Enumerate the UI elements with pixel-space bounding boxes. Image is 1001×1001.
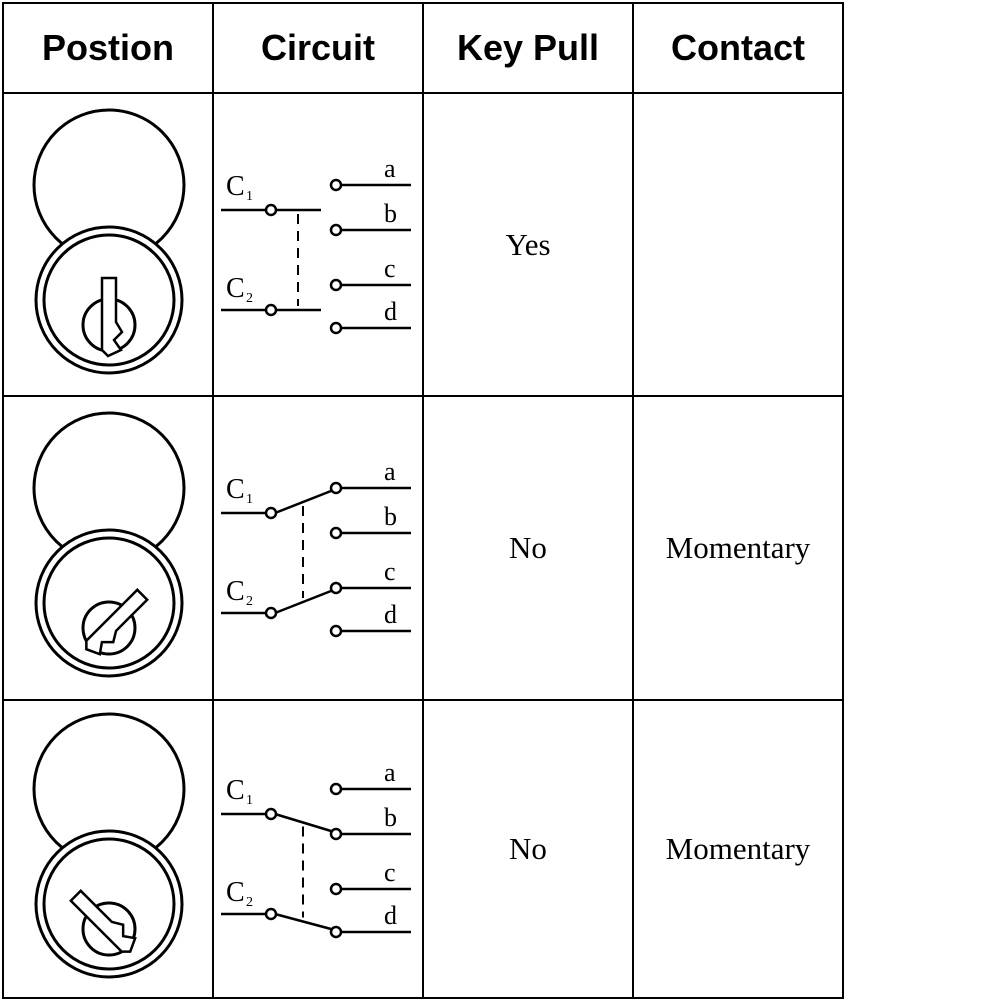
contact-value: Momentary [665, 830, 811, 866]
header-circuit: Circuit [212, 2, 424, 94]
c1-label: C [226, 171, 245, 202]
c2-label: C [226, 576, 245, 607]
key-icon [100, 276, 124, 358]
c1-subscript: 1 [246, 793, 253, 808]
terminal-label-b: b [384, 199, 397, 228]
terminal-label-a: a [384, 457, 396, 486]
terminal-a [329, 178, 342, 191]
key-pivot-circle [81, 600, 137, 656]
c2-pivot [264, 907, 277, 921]
c1-subscript: 1 [246, 189, 253, 204]
key-position-diagram [32, 712, 186, 979]
c1-label: C [226, 775, 245, 806]
key-pull-value: No [509, 529, 547, 565]
c2-subscript: 2 [246, 895, 253, 910]
key-pull-cell: No [422, 698, 634, 1000]
key-pull-value: Yes [505, 226, 551, 262]
c1-pivot [264, 807, 277, 821]
key-icon [69, 888, 137, 953]
terminal-label-b: b [384, 803, 397, 832]
key-pull-value: No [509, 830, 547, 866]
c2-label: C [226, 273, 245, 304]
terminal-label-d: d [384, 297, 397, 326]
terminal-label-c: c [384, 557, 396, 586]
terminal-c [329, 581, 342, 595]
header-row: Postion Circuit Key Pull Contact [2, 2, 844, 94]
terminal-b [329, 223, 342, 236]
terminal-label-c: c [384, 858, 396, 887]
position-cell [2, 698, 214, 1000]
c2-pivot [264, 303, 277, 316]
terminal-c [329, 278, 342, 291]
c2-pivot [264, 606, 277, 620]
terminal-d [329, 321, 342, 334]
c1-pivot [264, 506, 277, 520]
terminal-label-d: d [384, 600, 397, 629]
terminal-label-d: d [384, 901, 397, 930]
header-contact: Contact [632, 2, 844, 94]
key-pull-cell: No [422, 395, 634, 701]
c1-pivot [264, 203, 277, 216]
contact-value: Momentary [665, 529, 811, 565]
c1-label: C [226, 474, 245, 505]
contact-cell: Momentary [632, 698, 844, 1000]
c2-subscript: 2 [246, 291, 253, 306]
key-icon [85, 588, 149, 656]
contact-cell [632, 91, 844, 398]
position-cell [2, 91, 214, 398]
key-position-diagram [32, 411, 186, 678]
key-pull-cell: Yes [422, 91, 634, 398]
key-position-diagram [32, 108, 186, 375]
terminal-b [329, 827, 342, 841]
c1-blade [274, 489, 331, 515]
c2-subscript: 2 [246, 594, 253, 609]
c1-blade [274, 812, 331, 833]
terminal-label-a: a [384, 758, 396, 787]
terminal-label-a: a [384, 154, 396, 183]
c1-subscript: 1 [246, 492, 253, 507]
header-position: Postion [2, 2, 214, 94]
terminal-a [329, 481, 342, 495]
terminal-d [329, 624, 342, 638]
c2-blade [274, 589, 331, 615]
terminal-b [329, 526, 342, 540]
terminal-d [329, 925, 342, 939]
header-key-pull: Key Pull [422, 2, 634, 94]
terminal-label-c: c [384, 254, 396, 283]
c2-label: C [226, 877, 245, 908]
c2-blade [274, 912, 331, 931]
terminal-c [329, 882, 342, 896]
position-cell [2, 395, 214, 701]
key-pivot-circle [81, 901, 137, 957]
contact-cell: Momentary [632, 395, 844, 701]
terminal-label-b: b [384, 502, 397, 531]
terminal-a [329, 782, 342, 796]
